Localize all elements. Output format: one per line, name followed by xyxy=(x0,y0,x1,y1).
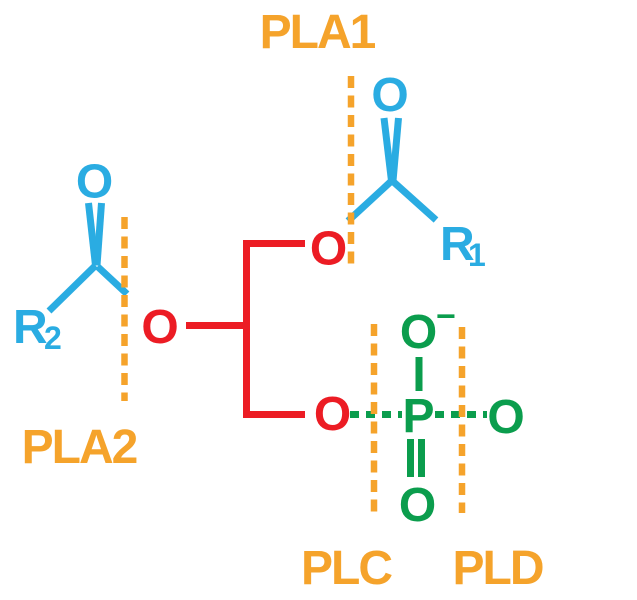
sn1-ester-oxygen-atom: O xyxy=(310,223,347,276)
sn1-ester-bond xyxy=(345,177,395,224)
sn3-ester-oxygen-atom: O xyxy=(314,388,351,441)
r2-subscript: 2 xyxy=(44,320,62,356)
r2-group-label: R xyxy=(13,301,48,354)
sn1-carbonyl-double-bond-line1 xyxy=(380,117,395,182)
pla1-enzyme-label: PLA1 xyxy=(260,6,376,59)
pld-enzyme-label: PLD xyxy=(453,542,543,595)
plc-enzyme-label: PLC xyxy=(301,542,392,595)
sn1-acyl-bond xyxy=(390,178,439,223)
sn1-carbonyl-oxygen-atom: O xyxy=(371,69,408,122)
glycerol-backbone-bond xyxy=(243,240,305,418)
sn2-carbonyl-double-bond-line2 xyxy=(93,202,105,266)
sn2-acyl-bond xyxy=(46,262,98,314)
sn2-ester-bond xyxy=(95,263,130,297)
sn2-ester-oxygen-atom: O xyxy=(141,301,178,354)
sn2-carbonyl-oxygen-atom: O xyxy=(76,156,113,209)
phosphate-negative-charge: − xyxy=(436,298,456,336)
headgroup-oxygen-atom: O xyxy=(487,391,524,444)
sn1-carbonyl-double-bond-line2 xyxy=(389,117,402,182)
r1-group-label: R xyxy=(440,218,475,271)
r1-subscript: 1 xyxy=(468,237,486,273)
phosphate-oxygen-top-atom: O xyxy=(400,306,437,359)
pla2-enzyme-label: PLA2 xyxy=(22,421,137,474)
phosphate-oxygen-bottom-atom: O xyxy=(399,479,436,532)
phosphorus-atom: P xyxy=(402,390,434,443)
